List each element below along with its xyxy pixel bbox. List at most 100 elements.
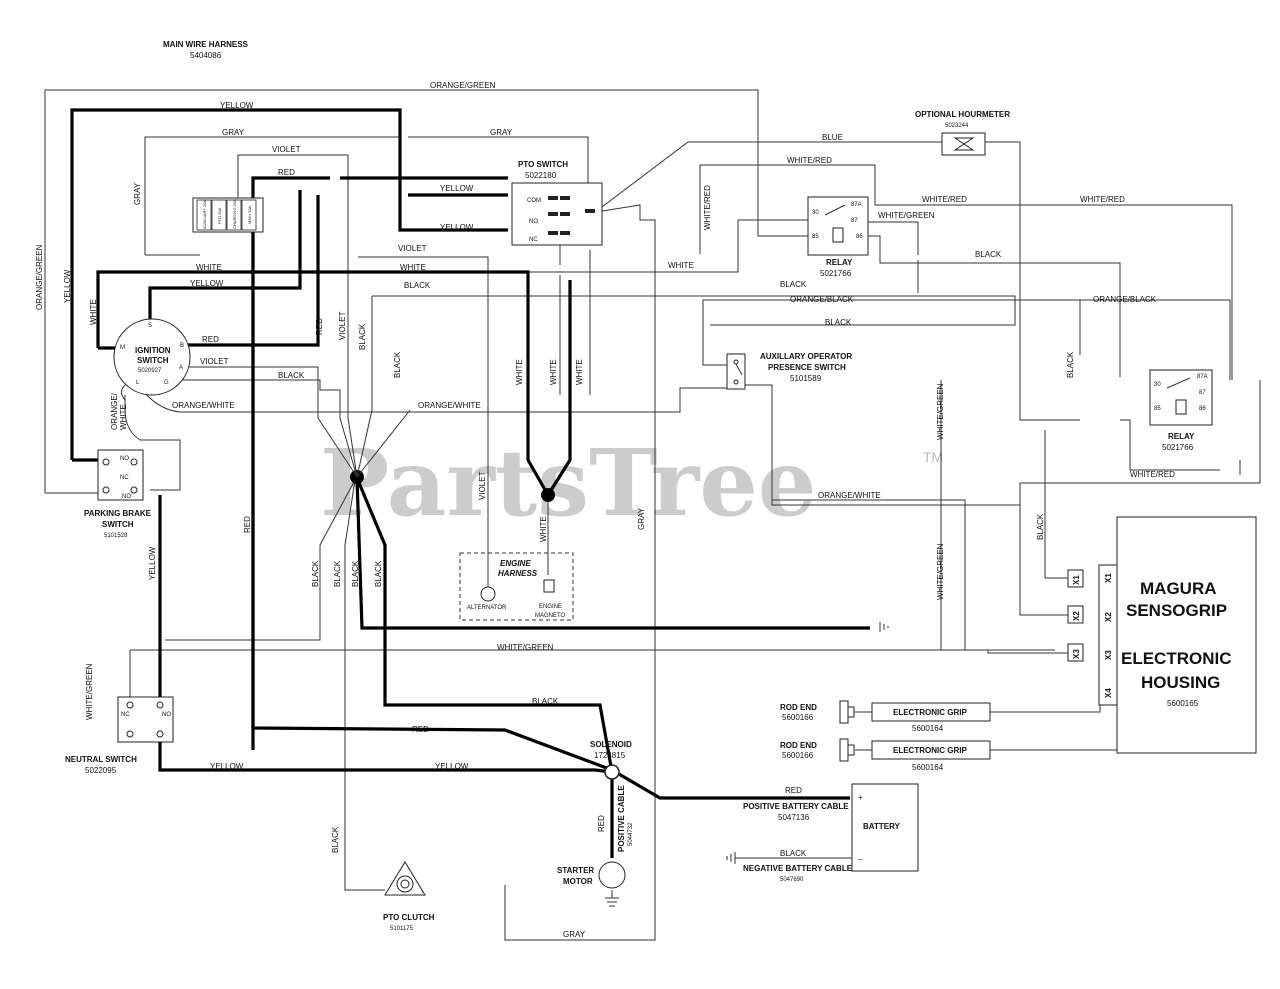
- parking-brake-switch[interactable]: NO NC NO PARKING BRAKE SWITCH 5101528: [84, 449, 152, 539]
- svg-text:5021766: 5021766: [820, 269, 852, 278]
- svg-text:BLACK: BLACK: [1066, 351, 1075, 378]
- svg-text:COM: COM: [527, 198, 541, 204]
- svg-text:RELAY: RELAY: [826, 258, 853, 267]
- svg-text:MAIN 20A: MAIN 20A: [247, 205, 252, 224]
- svg-text:BLACK: BLACK: [404, 281, 431, 290]
- pto-clutch[interactable]: PTO CLUTCH 5101175: [383, 861, 435, 932]
- white-splice-dot: [541, 488, 555, 502]
- svg-text:WHITE/RED: WHITE/RED: [1080, 195, 1125, 204]
- hourglass-icon: [953, 137, 975, 151]
- svg-text:30: 30: [1154, 382, 1161, 388]
- relay-1[interactable]: 30 87A 87 85 86 RELAY 5021766: [807, 196, 869, 278]
- svg-text:ALTERNATOR: ALTERNATOR: [467, 605, 507, 611]
- thick-wires: [70, 108, 870, 858]
- svg-text:WHITE/GREEN: WHITE/GREEN: [497, 643, 554, 652]
- electronic-grip-1[interactable]: ELECTRONIC GRIP 5600164 ROD END 5600166: [780, 700, 991, 733]
- svg-text:86: 86: [1199, 406, 1206, 412]
- svg-text:PARKING BRAKE: PARKING BRAKE: [84, 509, 152, 518]
- svg-text:WHITE/RED: WHITE/RED: [1130, 470, 1175, 479]
- svg-text:L: L: [136, 380, 140, 386]
- svg-text:WHITE: WHITE: [400, 263, 426, 272]
- svg-text:PTO CLUTCH: PTO CLUTCH: [383, 913, 435, 922]
- svg-text:85: 85: [1154, 406, 1161, 412]
- svg-text:87A: 87A: [1197, 374, 1208, 380]
- pto-switch-part: 5022180: [525, 171, 557, 180]
- svg-text:S: S: [148, 323, 152, 329]
- svg-text:GRAY: GRAY: [222, 128, 245, 137]
- pto-switch-name: PTO SWITCH: [518, 160, 568, 169]
- svg-text:RED: RED: [315, 318, 324, 335]
- svg-text:MAIN WIRE HARNESS: MAIN WIRE HARNESS: [163, 40, 249, 49]
- svg-text:X1: X1: [1072, 575, 1081, 585]
- fuse-block[interactable]: AUXILIARY 20A PTO 20A CHARGING 20A MAIN …: [192, 197, 264, 233]
- svg-text:VIOLET: VIOLET: [200, 357, 229, 366]
- svg-text:ENGINE: ENGINE: [539, 604, 562, 610]
- svg-text:BLACK: BLACK: [532, 697, 559, 706]
- relay-2[interactable]: 30 87A 87 85 86 RELAY 5021766: [1149, 369, 1213, 452]
- neutral-switch[interactable]: NC NO NEUTRAL SWITCH 5022095: [65, 696, 174, 775]
- svg-text:WHITE/GREEN: WHITE/GREEN: [936, 383, 945, 440]
- svg-text:YELLOW: YELLOW: [440, 184, 474, 193]
- pto-switch[interactable]: COM NO NC PTO SWITCH 5022180: [511, 160, 603, 246]
- svg-text:AUXILIARY 20A: AUXILIARY 20A: [202, 200, 207, 229]
- svg-text:5021766: 5021766: [1162, 443, 1194, 452]
- watermark-text: PartsTree: [320, 429, 816, 537]
- svg-text:ENGINE: ENGINE: [500, 559, 531, 568]
- svg-text:OPTIONAL HOURMETER: OPTIONAL HOURMETER: [915, 110, 1010, 119]
- starter-motor[interactable]: STARTER MOTOR: [557, 861, 626, 889]
- svg-text:X2: X2: [1072, 611, 1081, 621]
- svg-text:5600166: 5600166: [782, 713, 814, 722]
- svg-text:B: B: [180, 343, 184, 349]
- solenoid[interactable]: SOLENOID 1724815: [590, 740, 632, 780]
- svg-text:ELECTRONIC GRIP: ELECTRONIC GRIP: [893, 708, 967, 717]
- svg-text:1724815: 1724815: [594, 751, 626, 760]
- svg-text:+: +: [858, 793, 863, 802]
- svg-text:SOLENOID: SOLENOID: [590, 740, 632, 749]
- magura-housing[interactable]: MAGURA SENSOGRIP ELECTRONIC HOUSING 5600…: [1055, 516, 1257, 754]
- svg-text:5020927: 5020927: [138, 368, 162, 374]
- svg-text:5022095: 5022095: [85, 766, 117, 775]
- svg-text:ORANGE/GREEN: ORANGE/GREEN: [430, 81, 496, 90]
- svg-text:RED: RED: [785, 786, 802, 795]
- svg-text:PRESENCE SWITCH: PRESENCE SWITCH: [768, 363, 846, 372]
- aux-presence-switch[interactable]: AUXILLARY OPERATOR PRESENCE SWITCH 51015…: [726, 352, 852, 390]
- svg-text:M: M: [120, 345, 125, 351]
- svg-text:87: 87: [1199, 390, 1206, 396]
- wire-labels: ORANGE/GREEN YELLOW GRAY GRAY VIOLET RED…: [35, 81, 1175, 939]
- svg-text:BLACK: BLACK: [374, 560, 383, 587]
- svg-text:WHITE/RED: WHITE/RED: [922, 195, 967, 204]
- svg-text:GRAY: GRAY: [563, 930, 586, 939]
- optional-hourmeter[interactable]: OPTIONAL HOURMETER 5023244: [915, 110, 1010, 156]
- svg-text:BLACK: BLACK: [975, 250, 1002, 259]
- svg-text:ORANGE/WHITE: ORANGE/WHITE: [418, 401, 481, 410]
- svg-text:POSITIVE CABLE: POSITIVE CABLE: [617, 785, 626, 852]
- svg-text:NO: NO: [120, 456, 129, 462]
- svg-text:X4: X4: [1104, 688, 1113, 698]
- svg-text:STARTER: STARTER: [557, 866, 594, 875]
- svg-text:BLACK: BLACK: [351, 560, 360, 587]
- svg-text:BLACK: BLACK: [1036, 513, 1045, 540]
- svg-text:BLACK: BLACK: [825, 318, 852, 327]
- svg-text:WHITE: WHITE: [575, 359, 584, 385]
- ignition-switch[interactable]: S M B A L G IGNITION SWITCH 5020927: [113, 318, 191, 396]
- engine-harness[interactable]: ENGINE HARNESS ALTERNATOR ENGINE MAGNETO: [467, 559, 566, 619]
- svg-text:NEUTRAL SWITCH: NEUTRAL SWITCH: [65, 755, 137, 764]
- electronic-grip-2[interactable]: ELECTRONIC GRIP 5600164 ROD END 5600166: [780, 738, 991, 772]
- svg-text:RED: RED: [202, 335, 219, 344]
- svg-text:ORANGE/GREEN: ORANGE/GREEN: [35, 244, 44, 310]
- watermark: PartsTree TM: [320, 429, 943, 537]
- svg-text:WHITE: WHITE: [549, 359, 558, 385]
- svg-text:86: 86: [856, 234, 863, 240]
- svg-text:BATTERY: BATTERY: [863, 822, 901, 831]
- svg-text:RED: RED: [597, 815, 606, 832]
- svg-text:BLACK: BLACK: [780, 849, 807, 858]
- svg-text:VIOLET: VIOLET: [272, 145, 301, 154]
- svg-text:5044732: 5044732: [628, 822, 634, 846]
- svg-text:ORANGE/BLACK: ORANGE/BLACK: [790, 295, 854, 304]
- svg-text:MOTOR: MOTOR: [563, 877, 593, 886]
- svg-text:BLACK: BLACK: [358, 323, 367, 350]
- svg-text:IGNITION: IGNITION: [135, 346, 171, 355]
- battery[interactable]: BATTERY + −: [851, 783, 919, 872]
- svg-text:BLACK: BLACK: [780, 280, 807, 289]
